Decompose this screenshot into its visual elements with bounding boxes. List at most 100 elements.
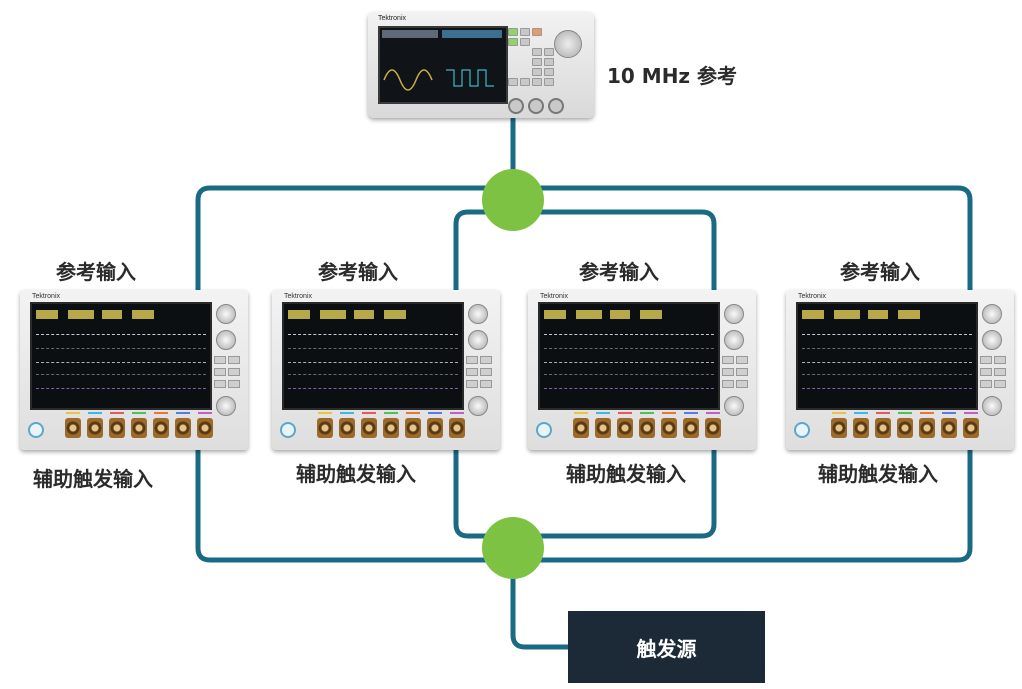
scope-screen xyxy=(282,302,464,410)
scope-knob xyxy=(216,304,236,324)
waveform-trace xyxy=(544,374,714,376)
channel-color-tag xyxy=(854,412,868,414)
tektronix-logo: Tektronix xyxy=(284,293,313,300)
bnc-input-connector xyxy=(661,418,677,438)
waveform-trace xyxy=(288,348,458,350)
bus-decode-block xyxy=(384,310,406,319)
channel-color-tag xyxy=(706,412,720,414)
bnc-input-connector xyxy=(941,418,957,438)
scope-control-panel xyxy=(720,300,752,440)
tektronix-logo: Tektronix xyxy=(540,293,569,300)
bnc-input-connector xyxy=(427,418,443,438)
ref-splitter-node xyxy=(482,169,544,231)
bnc-input-connector xyxy=(317,418,333,438)
bus-decode-block xyxy=(802,310,824,319)
bnc-input-connector xyxy=(705,418,721,438)
bus-decode-block xyxy=(640,310,662,319)
scope-screen xyxy=(538,302,720,410)
tektronix-logo: Tektronix xyxy=(798,293,827,300)
scope-screen xyxy=(30,302,212,410)
bnc-input-connector xyxy=(153,418,169,438)
channel-color-tag xyxy=(942,412,956,414)
bus-decode-block xyxy=(36,310,58,319)
bnc-input-connector xyxy=(573,418,589,438)
channel-color-tag xyxy=(428,412,442,414)
channel-color-tag xyxy=(832,412,846,414)
generator-controls xyxy=(508,26,588,100)
bnc-input-connector xyxy=(595,418,611,438)
bnc-input-connector xyxy=(617,418,633,438)
channel-color-tag xyxy=(176,412,190,414)
trig-source-wire xyxy=(510,545,573,650)
scope-button xyxy=(466,356,478,364)
scope-2-aux-label: 辅助触发输入 xyxy=(296,462,416,486)
trigger-source-box: 触发源 xyxy=(568,611,765,683)
bnc-input-connector xyxy=(339,418,355,438)
bus-decode-block xyxy=(868,310,888,319)
bnc-input-connector xyxy=(405,418,421,438)
scope-knob xyxy=(216,330,236,350)
scope-button xyxy=(722,380,734,388)
waveform-trace xyxy=(544,334,714,336)
channel-color-tag xyxy=(318,412,332,414)
channel-color-tag xyxy=(362,412,376,414)
scope-button xyxy=(214,368,226,376)
scope-knob xyxy=(216,396,236,416)
channel-color-tag xyxy=(574,412,588,414)
channel-color-tag xyxy=(898,412,912,414)
waveform-trace xyxy=(288,374,458,376)
bnc-input-connector xyxy=(109,418,125,438)
waveform-trace xyxy=(288,388,458,390)
waveform-trace xyxy=(802,374,972,376)
channel-color-tag xyxy=(684,412,698,414)
bus-decode-block xyxy=(354,310,374,319)
scope-control-panel xyxy=(212,300,244,440)
channel-color-tag xyxy=(384,412,398,414)
scope-button xyxy=(722,368,734,376)
bnc-input-connector xyxy=(875,418,891,438)
scope-button xyxy=(228,356,240,364)
channel-color-tag xyxy=(198,412,212,414)
bus-decode-block xyxy=(320,310,346,319)
waveform-trace xyxy=(544,362,714,364)
tektronix-logo: Tektronix xyxy=(378,15,407,22)
scope-button xyxy=(994,356,1006,364)
bus-decode-block xyxy=(610,310,630,319)
scope-button xyxy=(228,380,240,388)
bus-decode-block xyxy=(288,310,310,319)
scope-knob xyxy=(982,396,1002,416)
channel-color-tag xyxy=(406,412,420,414)
ref-wire-outer xyxy=(195,185,973,295)
generator-screen xyxy=(378,26,508,104)
bnc-input-connector xyxy=(831,418,847,438)
channel-color-tag xyxy=(964,412,978,414)
oscilloscope-2: Tektronix xyxy=(272,290,500,450)
bnc-input-connector xyxy=(175,418,191,438)
scope-button xyxy=(736,380,748,388)
power-icon xyxy=(280,422,296,438)
function-generator: Tektronix xyxy=(368,12,594,118)
waveform-trace xyxy=(288,362,458,364)
bnc-input-connector xyxy=(65,418,81,438)
channel-color-tag xyxy=(66,412,80,414)
bnc-input-connector xyxy=(683,418,699,438)
trigger-splitter-node xyxy=(482,517,544,579)
bus-decode-block xyxy=(544,310,566,319)
scope-button xyxy=(980,368,992,376)
generator-knob xyxy=(554,30,582,58)
channel-color-tag xyxy=(876,412,890,414)
oscilloscope-4: Tektronix xyxy=(786,290,1014,450)
scope-button xyxy=(214,356,226,364)
channel-color-tag xyxy=(640,412,654,414)
scope-button xyxy=(228,368,240,376)
scope-knob xyxy=(724,330,744,350)
scope-knob xyxy=(982,304,1002,324)
scope-knob xyxy=(724,304,744,324)
bnc-input-connector xyxy=(897,418,913,438)
waveform-trace xyxy=(544,388,714,390)
waveform-trace xyxy=(802,362,972,364)
bnc-input-connector xyxy=(197,418,213,438)
oscilloscope-3: Tektronix xyxy=(528,290,756,450)
power-icon xyxy=(536,422,552,438)
